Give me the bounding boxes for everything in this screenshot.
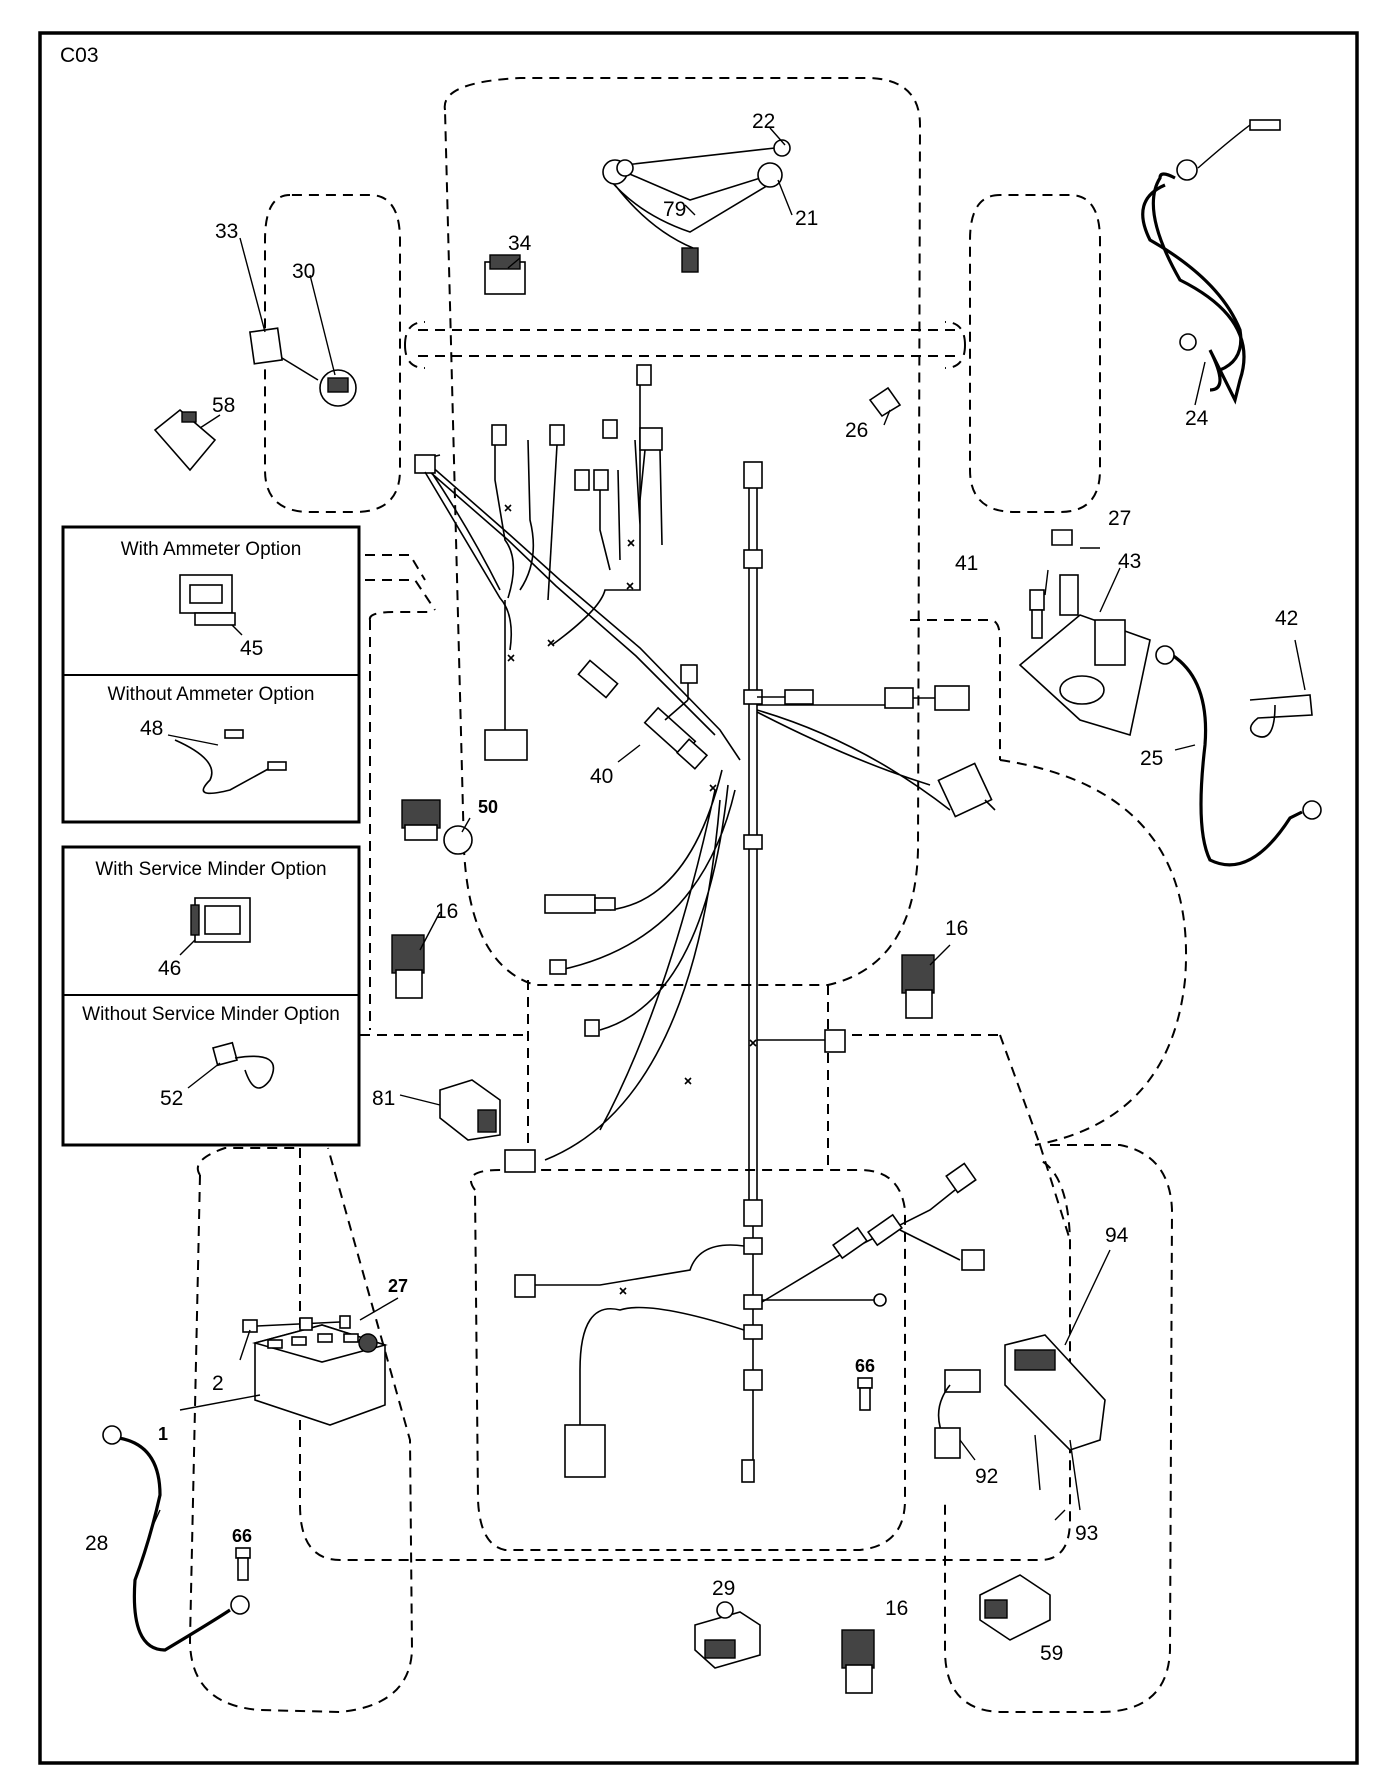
- callout-30: 30: [292, 260, 315, 283]
- callout-24: 24: [1185, 407, 1209, 430]
- callout-2: 2: [212, 1372, 224, 1395]
- switch-16-bottom: [841, 1629, 875, 1694]
- callout-42: 42: [1275, 607, 1298, 630]
- callout-93: 93: [1075, 1522, 1098, 1545]
- fuse-26: [868, 386, 902, 418]
- screw-66-mid: [857, 1377, 873, 1411]
- callout-28: 28: [85, 1532, 108, 1555]
- callout-48: 48: [140, 717, 163, 740]
- callout-16-left: 16: [435, 900, 458, 923]
- callout-92: 92: [975, 1465, 998, 1488]
- callout-45: 45: [240, 637, 263, 660]
- callout-66-mid: 66: [855, 1356, 875, 1376]
- ignition-switch-30: [249, 327, 357, 407]
- terminal-boot-42: [1249, 694, 1313, 738]
- callout-33: 33: [215, 220, 238, 243]
- callout-41: 41: [955, 552, 978, 575]
- callout-16-bottom: 16: [885, 1597, 908, 1620]
- callout-22: 22: [752, 110, 775, 133]
- callout-27-battery: 27: [388, 1276, 408, 1296]
- callout-26: 26: [845, 419, 868, 442]
- callout-50: 50: [478, 797, 498, 817]
- tractor-outline: [188, 77, 1187, 1714]
- callout-43: 43: [1118, 550, 1141, 573]
- callout-66-left: 66: [232, 1526, 252, 1546]
- callout-94: 94: [1105, 1224, 1129, 1247]
- callout-21: 21: [795, 207, 818, 230]
- key-58: [153, 408, 217, 472]
- callout-16-right: 16: [945, 917, 968, 940]
- callout-1: 1: [158, 1424, 168, 1444]
- callout-29: 29: [712, 1577, 735, 1600]
- callout-labels: 22 21 79 34 33 30 58 24 26 27 43 41 42 2…: [85, 110, 1298, 1665]
- no-service-minder-option-title: Without Service Minder Option: [82, 1004, 340, 1025]
- ammeter-option-title: With Ammeter Option: [121, 539, 302, 560]
- battery-1: [242, 1315, 388, 1426]
- main-wire-harness: [414, 364, 996, 1483]
- switch-50: [401, 799, 473, 855]
- callout-25: 25: [1140, 747, 1163, 770]
- module-94: [934, 1334, 1106, 1511]
- jumper-plug-52: [212, 1041, 275, 1089]
- switch-16-right: [901, 954, 935, 1019]
- part-59: [979, 1574, 1051, 1641]
- starter-solenoid-43: [1018, 529, 1151, 737]
- screw-66-left: [235, 1547, 251, 1581]
- cable-28: [102, 1425, 250, 1652]
- cable-24: [1141, 119, 1281, 405]
- ammeter-gauge: [179, 574, 236, 626]
- relay-81: [439, 1079, 501, 1141]
- rocker-switch-34: [484, 254, 526, 295]
- switch-29: [694, 1601, 761, 1669]
- diagram-id: C03: [60, 44, 99, 67]
- callout-59: 59: [1040, 1642, 1063, 1665]
- callout-52: 52: [160, 1087, 183, 1110]
- no-ammeter-option-title: Without Ammeter Option: [108, 684, 315, 705]
- callout-79: 79: [663, 198, 686, 221]
- switch-16-left: [391, 934, 425, 999]
- callout-81: 81: [372, 1087, 395, 1110]
- callout-27-top: 27: [1108, 507, 1131, 530]
- callout-46: 46: [158, 957, 181, 980]
- service-minder-display: [190, 897, 251, 943]
- headlight-harness: [602, 139, 791, 273]
- leader-lines: [149, 127, 1306, 1533]
- service-minder-option-title: With Service Minder Option: [95, 859, 326, 880]
- callout-40: 40: [590, 765, 613, 788]
- jumper-wire-48: [174, 729, 287, 795]
- option-box-service-minder: With Service Minder Option 46 Without Se…: [61, 845, 361, 1147]
- callout-34: 34: [508, 232, 532, 255]
- option-box-ammeter: With Ammeter Option 45 Without Ammeter O…: [61, 525, 361, 824]
- callout-58: 58: [212, 394, 235, 417]
- cable-25: [1155, 645, 1322, 867]
- diagram-frame: [38, 31, 1359, 1765]
